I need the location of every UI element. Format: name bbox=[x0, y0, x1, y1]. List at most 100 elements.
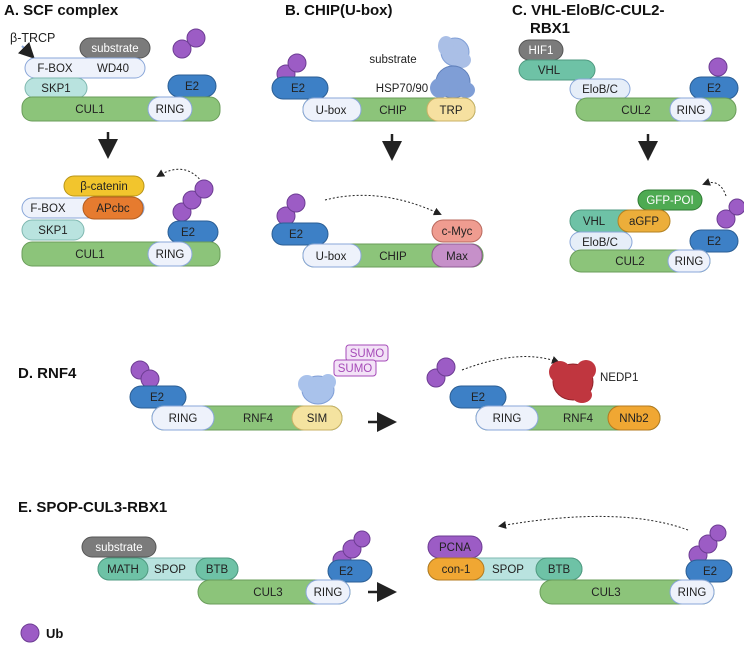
wd40-label: WD40 bbox=[97, 63, 129, 75]
ub-transfer-arrow-b bbox=[324, 194, 442, 216]
sim-label: SIM bbox=[307, 413, 327, 425]
apcbc-pill bbox=[82, 196, 144, 220]
panel-d: D. RNF4 E2 RING RNF4 SIM SUMO SUMO E2 bbox=[18, 344, 661, 432]
sim-pill bbox=[291, 405, 343, 431]
ring-label-d1: RING bbox=[169, 413, 198, 425]
chip-label-b2: CHIP bbox=[379, 251, 407, 263]
ub-bead-b2-2 bbox=[286, 193, 306, 213]
cul3-label-e2: CUL3 bbox=[591, 587, 620, 599]
e2-pill-b2 bbox=[271, 222, 329, 246]
skp1-label-a2: SKP1 bbox=[38, 225, 67, 237]
ub-bead-c2-2 bbox=[728, 198, 744, 216]
ub-transfer-arrow-c bbox=[702, 178, 727, 197]
e2-label-a2: E2 bbox=[181, 227, 195, 239]
ring-pill-d1 bbox=[151, 405, 215, 431]
panel-c: C. VHL-EloB/C-CUL2- RBX1 HIF1 VHL EloB/C… bbox=[512, 2, 744, 273]
ub-bead-a1-1 bbox=[172, 39, 192, 59]
ub-bead-c2-1 bbox=[716, 209, 736, 229]
nedp1-blob bbox=[549, 360, 596, 403]
cmyc-pill bbox=[431, 219, 483, 243]
legend: Ub bbox=[20, 623, 63, 643]
ring-label-a2: RING bbox=[156, 249, 185, 261]
ubox-pill-b2 bbox=[302, 243, 362, 268]
nnb2-label: NNb2 bbox=[619, 413, 648, 425]
elobc-label-c1: EloB/C bbox=[582, 84, 618, 96]
gfp-poi-label: GFP-POI bbox=[646, 195, 693, 207]
ub-legend-icon bbox=[20, 623, 40, 643]
e2-pill-d2 bbox=[449, 385, 507, 409]
ring-label-c1: RING bbox=[677, 105, 706, 117]
panel-b: B. CHIP(U-box) substrate HSP70/90 E2 U-b… bbox=[271, 2, 484, 268]
panel-b-title: B. CHIP(U-box) bbox=[285, 2, 393, 19]
hsp-blob bbox=[430, 65, 475, 99]
ubox-pill-b1 bbox=[302, 97, 362, 122]
ub-bead-d2-2 bbox=[436, 357, 456, 377]
ring-pill-e2 bbox=[669, 579, 715, 605]
fbox-pill-a1 bbox=[24, 57, 146, 79]
rnf4-label-d1: RNF4 bbox=[243, 413, 274, 425]
ring-label-a1: RING bbox=[156, 104, 185, 116]
max-label: Max bbox=[446, 251, 468, 263]
cul3-label-e1: CUL3 bbox=[253, 587, 282, 599]
gfp-poi-pill bbox=[637, 189, 703, 211]
pcna-label: PCNA bbox=[439, 542, 471, 554]
spop-label-e1: SPOP bbox=[154, 564, 186, 576]
cmyc-label: c-Myc bbox=[442, 226, 473, 238]
con1-pill bbox=[427, 557, 485, 581]
cul1-label-a2: CUL1 bbox=[75, 249, 104, 261]
ring-label-e1: RING bbox=[314, 587, 343, 599]
e2-label-d1: E2 bbox=[150, 392, 164, 404]
substrate-label-e: substrate bbox=[95, 542, 142, 554]
sumo-tag-1-label: SUMO bbox=[350, 348, 385, 360]
e2-label-d2: E2 bbox=[471, 392, 485, 404]
panel-a: A. SCF complex β-TRCP substrate F-BOX WD… bbox=[4, 2, 221, 267]
ub-legend-label: Ub bbox=[46, 626, 63, 641]
sumo-substrate-blob bbox=[298, 374, 336, 405]
vhl-pill-c1 bbox=[518, 59, 596, 81]
ring-pill-c1 bbox=[669, 97, 713, 122]
e2-label-c2: E2 bbox=[707, 236, 721, 248]
e2-pill-c2 bbox=[689, 229, 739, 253]
btb-label-e2: BTB bbox=[548, 564, 571, 576]
e2-label-a1: E2 bbox=[185, 81, 199, 93]
beta-catenin-pill bbox=[63, 175, 145, 197]
con1-label: con-1 bbox=[442, 564, 471, 576]
cul2-label-c2: CUL2 bbox=[615, 256, 644, 268]
hsp-label: HSP70/90 bbox=[376, 83, 428, 95]
e2-label-c1: E2 bbox=[707, 83, 721, 95]
btb-label-e1: BTB bbox=[206, 564, 229, 576]
e2-label-b2: E2 bbox=[289, 229, 303, 241]
e2-label-e1: E2 bbox=[339, 566, 353, 578]
ub-bead-a1-2 bbox=[186, 28, 206, 48]
ring-pill-d2 bbox=[475, 405, 539, 431]
skp1-pill-a2 bbox=[21, 219, 85, 241]
panel-e: E. SPOP-CUL3-RBX1 substrate MATH SPOP BT… bbox=[18, 499, 733, 605]
ub-transfer-arrow-a bbox=[156, 168, 203, 183]
ring-pill-c2 bbox=[667, 249, 711, 273]
ub-transfer-arrow-e bbox=[498, 515, 689, 531]
max-pill bbox=[431, 243, 483, 268]
hif1-label: HIF1 bbox=[529, 45, 554, 57]
beta-trcp-pointer-arrow bbox=[17, 41, 35, 59]
fbox-label-a1: F-BOX bbox=[37, 63, 72, 75]
substrate-label-a: substrate bbox=[91, 43, 138, 55]
cul1-label-a1: CUL1 bbox=[75, 104, 104, 116]
sumo-tag-2 bbox=[333, 359, 377, 377]
cul2-label-c1: CUL2 bbox=[621, 105, 650, 117]
math-pill bbox=[97, 557, 149, 581]
panel-e-title: E. SPOP-CUL3-RBX1 bbox=[18, 499, 167, 516]
elobc-label-c2: EloB/C bbox=[582, 237, 618, 249]
ub-bead-e2-2 bbox=[698, 534, 718, 554]
ub-transfer-arrow-d bbox=[461, 356, 560, 371]
e2-label-e2: E2 bbox=[703, 566, 717, 578]
ub-bead-d1-2 bbox=[140, 369, 160, 389]
beta-catenin-label: β-catenin bbox=[80, 181, 128, 193]
ring-pill-e1 bbox=[305, 579, 351, 605]
ring-pill-a2 bbox=[147, 241, 193, 267]
fbox-label-a2: F-BOX bbox=[30, 203, 65, 215]
nnb2-pill bbox=[607, 405, 661, 431]
chip-label-b1: CHIP bbox=[379, 105, 407, 117]
e2-label-b1: E2 bbox=[291, 83, 305, 95]
